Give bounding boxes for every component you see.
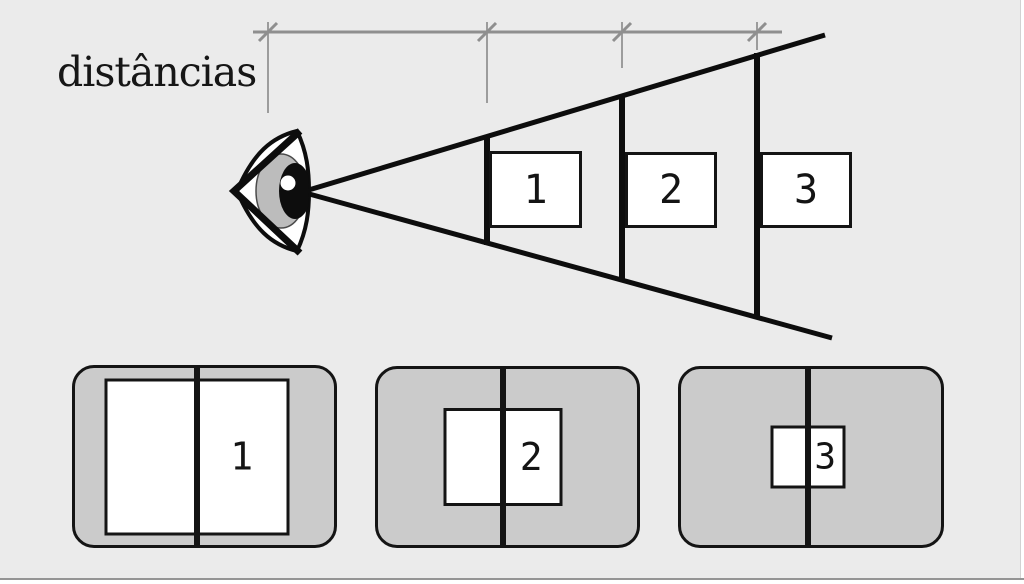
eye-lids: [228, 128, 303, 256]
dimension-tick-eye: [257, 21, 279, 43]
cone-object-3: 3: [760, 152, 852, 228]
cone-object-3-label: 3: [793, 167, 819, 213]
eye-pupil: [279, 163, 309, 219]
cone-upper-edge: [301, 32, 826, 195]
cone-lower-edge: [301, 189, 833, 341]
screen-3: 3: [678, 366, 944, 548]
page-edge-bottom: [0, 578, 1024, 584]
page-edge-right: [1020, 0, 1024, 584]
screen-1: 1: [72, 365, 337, 548]
dimension-tick-2: [611, 21, 633, 43]
cone-object-2-label: 2: [658, 167, 684, 213]
dimension-tick-1: [476, 21, 498, 43]
cone-object-1: 1: [489, 151, 582, 228]
cone-object-2: 2: [625, 152, 717, 228]
screen-2-centerline: [500, 366, 506, 548]
screen-3-label: 3: [814, 436, 837, 478]
screen-1-centerline: [194, 365, 200, 548]
eye-highlight: [280, 175, 296, 191]
screen-1-label: 1: [230, 434, 254, 479]
figure-title: distâncias: [57, 48, 257, 96]
view-cone: [301, 32, 833, 341]
dimension-line-group: [253, 21, 782, 113]
cone-object-1-label: 1: [523, 166, 548, 213]
eye-icon: [228, 128, 312, 256]
dimension-tick-3: [746, 21, 768, 43]
screen-3-centerline: [805, 366, 811, 548]
screen-2-label: 2: [519, 435, 543, 479]
screen-2: 2: [375, 366, 640, 548]
